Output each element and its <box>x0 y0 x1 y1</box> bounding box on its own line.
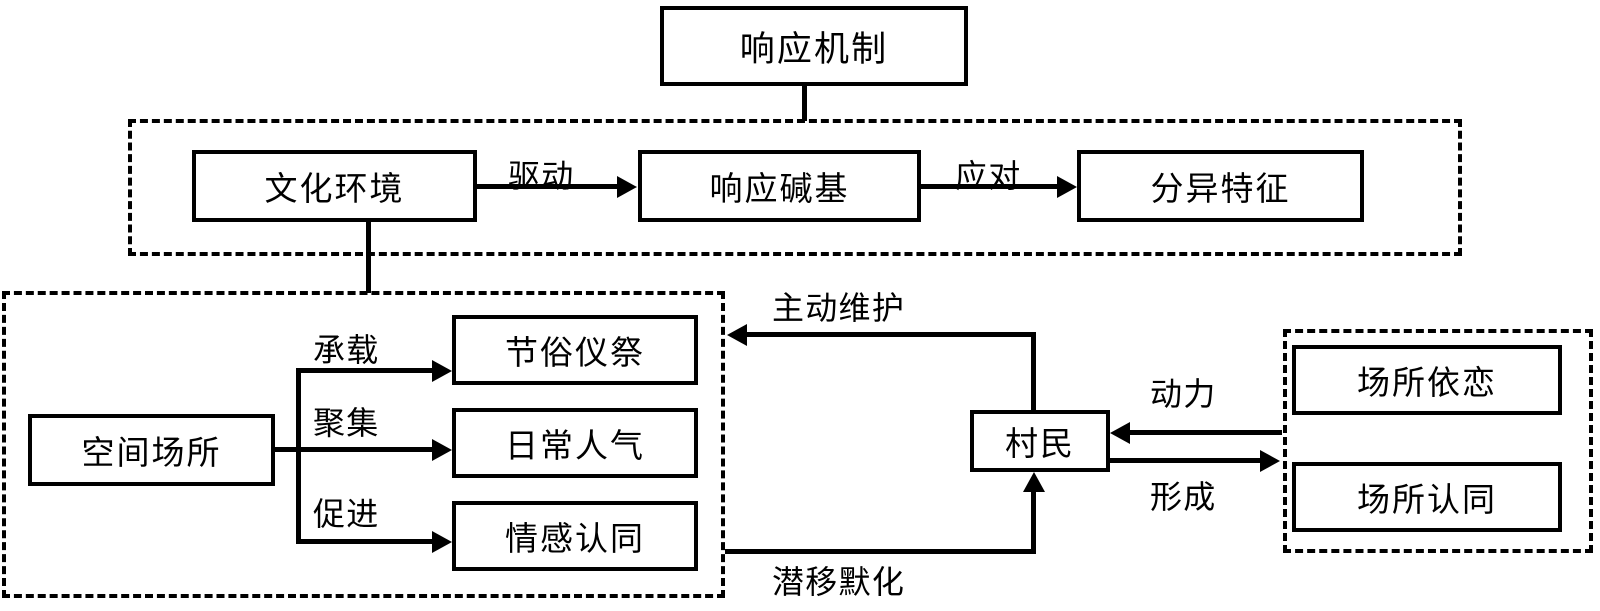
edge-label-imperceptible: 潜移默化 <box>772 563 906 601</box>
edge-arrow-respond <box>1057 176 1077 198</box>
edge-line-place-fork-vertical <box>296 368 301 544</box>
edge-line-gather <box>296 447 436 452</box>
node-response-base-label: 响应碱基 <box>709 169 850 208</box>
edge-line-formation <box>1110 458 1262 463</box>
node-response-mechanism[interactable]: 响应机制 <box>660 6 968 86</box>
edge-label-formation: 形成 <box>1150 478 1217 516</box>
edge-arrow-carry <box>432 360 452 382</box>
edge-line-drive <box>477 184 619 189</box>
lower-left-dashed-group <box>2 291 725 598</box>
node-place-attachment-label: 场所依恋 <box>1357 363 1497 402</box>
node-place-attachment[interactable]: 场所依恋 <box>1292 345 1562 415</box>
edge-arrow-active-maintenance <box>727 324 747 346</box>
edge-label-motivation: 动力 <box>1150 375 1217 413</box>
node-place-identity-label: 场所认同 <box>1357 480 1497 519</box>
node-emotional-identity-label: 情感认同 <box>505 519 645 558</box>
upper-dashed-group <box>128 119 1462 256</box>
node-festival-ritual-label: 节俗仪祭 <box>505 333 645 372</box>
edge-arrow-formation <box>1260 450 1280 472</box>
edge-line-respond <box>921 184 1059 189</box>
edge-label-drive: 驱动 <box>508 157 575 195</box>
edge-arrow-gather <box>432 439 452 461</box>
node-spatial-place[interactable]: 空间场所 <box>28 414 275 486</box>
edge-arrow-motivation <box>1110 422 1130 444</box>
node-response-mechanism-label: 响应机制 <box>739 29 889 70</box>
edge-line-place-stub <box>275 447 301 452</box>
node-villager-label: 村民 <box>1005 424 1075 463</box>
node-spatial-place-label: 空间场所 <box>81 433 222 472</box>
edge-line-imperceptible-horizontal <box>725 549 1036 554</box>
edge-arrow-drive <box>617 176 637 198</box>
edge-label-gather: 聚集 <box>313 404 380 442</box>
edge-line-motivation <box>1130 430 1282 435</box>
node-daily-popularity[interactable]: 日常人气 <box>452 408 698 478</box>
edge-label-carry: 承载 <box>313 331 380 369</box>
node-divergence-feature-label: 分异特征 <box>1150 169 1291 208</box>
connector-culture-to-lower-group <box>366 221 371 293</box>
edge-arrow-imperceptible <box>1023 472 1045 492</box>
connector-title-to-upper-group <box>802 86 807 121</box>
node-cultural-environment-label: 文化环境 <box>264 169 405 208</box>
node-divergence-feature[interactable]: 分异特征 <box>1077 150 1364 222</box>
node-emotional-identity[interactable]: 情感认同 <box>452 501 698 571</box>
edge-line-promote <box>296 539 436 544</box>
node-cultural-environment[interactable]: 文化环境 <box>192 150 477 222</box>
node-daily-popularity-label: 日常人气 <box>505 426 645 465</box>
node-place-identity[interactable]: 场所认同 <box>1292 462 1562 532</box>
edge-label-respond: 应对 <box>955 157 1022 195</box>
node-response-base[interactable]: 响应碱基 <box>638 150 921 222</box>
edge-line-active-maintenance-horizontal <box>747 332 1036 337</box>
node-villager[interactable]: 村民 <box>970 410 1110 472</box>
edge-line-carry <box>296 368 436 373</box>
edge-line-imperceptible-vertical <box>1031 492 1036 552</box>
edge-label-promote: 促进 <box>313 495 380 533</box>
edge-label-active-maintenance: 主动维护 <box>772 289 906 327</box>
edge-line-active-maintenance-vertical <box>1031 332 1036 412</box>
node-festival-ritual[interactable]: 节俗仪祭 <box>452 315 698 385</box>
right-dashed-group <box>1283 329 1593 553</box>
edge-arrow-promote <box>432 531 452 553</box>
